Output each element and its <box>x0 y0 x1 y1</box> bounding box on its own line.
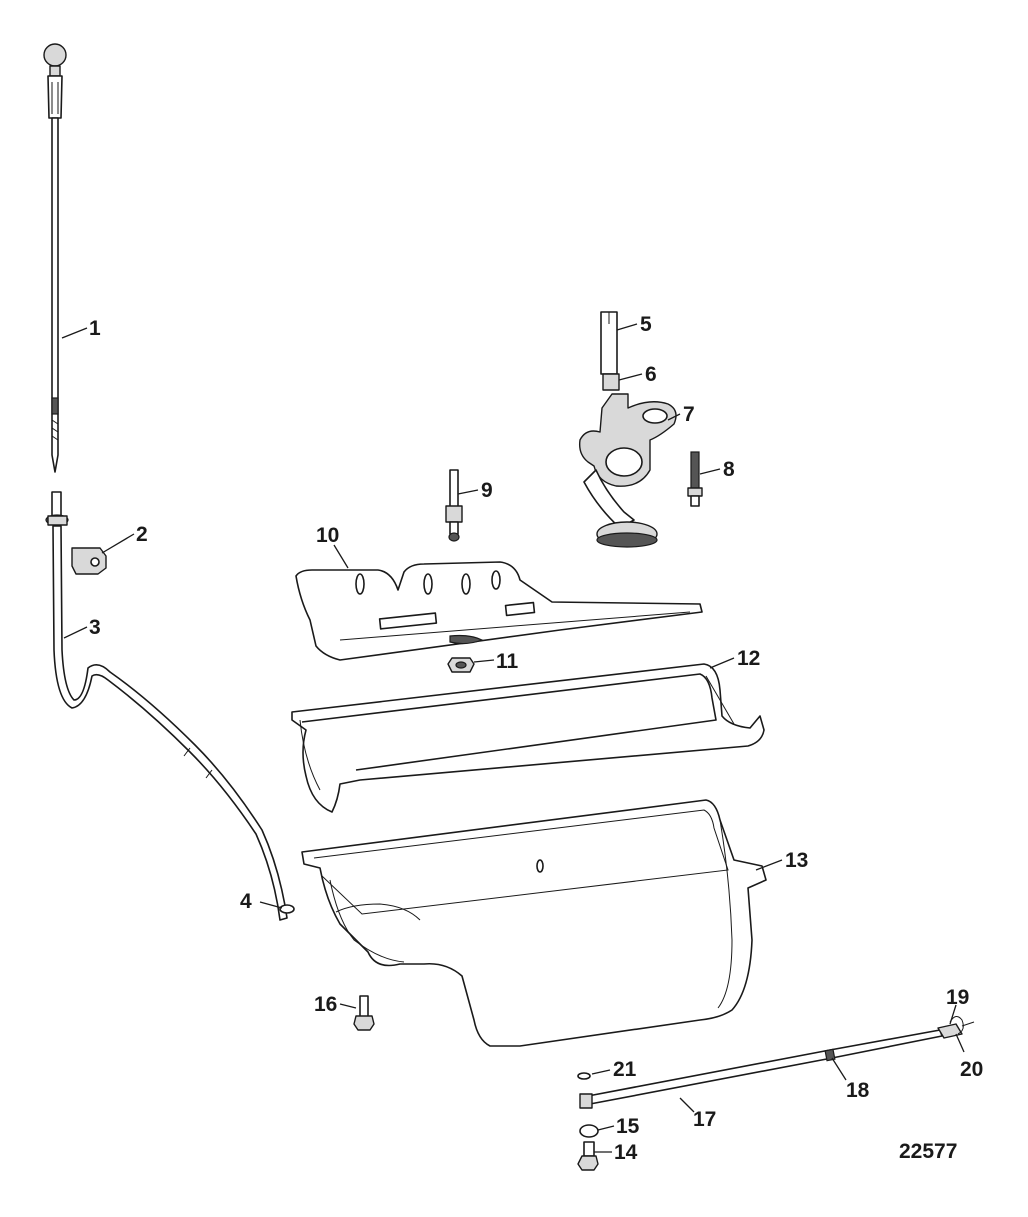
callout-3: 3 <box>89 616 101 639</box>
drain-hose-assembly <box>577 1016 975 1109</box>
callout-16: 16 <box>314 993 337 1016</box>
pan-bolt <box>353 995 375 1031</box>
tray-nut <box>447 657 475 673</box>
callout-19: 19 <box>946 986 969 1009</box>
oil-pan <box>301 799 767 1047</box>
drain-plug-washer <box>579 1124 599 1138</box>
callout-21: 21 <box>613 1058 637 1081</box>
oil-pump-assembly <box>578 393 677 548</box>
callout-15: 15 <box>616 1115 640 1138</box>
callout-10: 10 <box>316 524 339 547</box>
callout-6: 6 <box>645 363 657 386</box>
callout-8: 8 <box>723 458 735 481</box>
oil-pan-gasket <box>291 663 765 813</box>
o-ring-4 <box>279 904 295 914</box>
callout-1: 1 <box>89 317 101 340</box>
callout-7: 7 <box>683 403 695 426</box>
windage-tray-stud <box>445 469 463 542</box>
callout-18: 18 <box>846 1079 870 1102</box>
callout-5: 5 <box>640 313 652 336</box>
callout-12: 12 <box>737 647 760 670</box>
tube-clamp <box>71 547 107 575</box>
drain-plug <box>577 1141 599 1171</box>
callout-4: 4 <box>240 890 252 913</box>
callout-14: 14 <box>614 1141 638 1164</box>
figure-number: 22577 <box>899 1140 957 1163</box>
pump-drive-shaft <box>600 311 618 375</box>
callout-20: 20 <box>960 1058 983 1081</box>
pump-stud <box>687 451 703 507</box>
callout-17: 17 <box>693 1108 716 1131</box>
callout-13: 13 <box>785 849 808 872</box>
callout-9: 9 <box>481 479 493 502</box>
dipstick-tube <box>45 491 288 921</box>
callout-labels: 1 2 3 4 5 6 7 8 9 10 11 12 13 14 15 16 1… <box>89 313 983 1164</box>
callout-11: 11 <box>496 650 519 673</box>
dipstick <box>43 43 67 473</box>
windage-tray <box>295 561 703 661</box>
leader-lines <box>61 323 965 1153</box>
shaft-collar <box>602 373 620 391</box>
callout-2: 2 <box>136 523 148 546</box>
